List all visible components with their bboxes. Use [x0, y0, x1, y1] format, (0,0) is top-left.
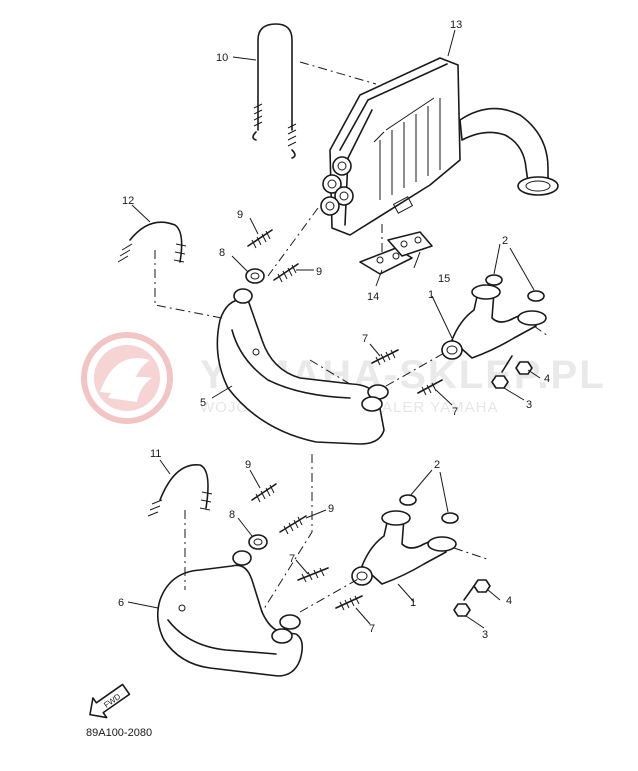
- callout-14: 14: [367, 291, 379, 303]
- spring-7-upper-a: [371, 349, 399, 366]
- fwd-arrow-icon: FWD: [89, 683, 131, 719]
- spring-7-lower-b: [335, 595, 363, 611]
- gasket-2-upper-b: [527, 290, 545, 302]
- spring-7-lower-a: [297, 567, 329, 583]
- callout-2-b: 2: [434, 459, 440, 471]
- callout-7-c: 7: [289, 553, 295, 565]
- spring-10: [252, 23, 297, 159]
- gasket-8-upper: [245, 268, 265, 284]
- gasket-2-lower-a: [399, 494, 417, 506]
- exhaust-pipe-6: [156, 550, 304, 677]
- y-joint-1-upper: [441, 284, 547, 360]
- gasket-8-lower: [248, 534, 268, 550]
- spring-9-lower-b: [279, 515, 307, 535]
- bracket-14: [359, 247, 413, 275]
- callout-7-d: 7: [369, 623, 375, 635]
- callout-8-a: 8: [219, 247, 225, 259]
- callout-9-c: 9: [245, 459, 251, 471]
- callout-3-b: 3: [482, 629, 488, 641]
- diagram-code: 89A100-2080: [86, 727, 152, 739]
- callout-3-a: 3: [526, 399, 532, 411]
- callout-7-b: 7: [452, 406, 458, 418]
- callout-9-a: 9: [237, 209, 243, 221]
- nut-4-upper: [515, 361, 533, 375]
- callout-1-b: 1: [410, 597, 416, 609]
- callout-2-a: 2: [502, 235, 508, 247]
- exhaust-pipe-5: [216, 288, 389, 445]
- bolt-3-lower: [453, 585, 475, 617]
- callout-4-b: 4: [506, 595, 512, 607]
- callout-15: 15: [438, 273, 450, 285]
- leader-lines: [127, 29, 541, 629]
- spring-12: [117, 221, 187, 263]
- spring-9-lower-a: [251, 483, 277, 503]
- callout-4-a: 4: [544, 373, 550, 385]
- callout-6: 6: [118, 597, 124, 609]
- spring-11: [147, 464, 213, 517]
- gasket-2-lower-b: [441, 512, 459, 524]
- callout-7-a: 7: [362, 333, 368, 345]
- spring-9-upper-a: [247, 229, 273, 249]
- bracket-15: [387, 231, 433, 257]
- callout-12: 12: [122, 195, 134, 207]
- spring-7-upper-b: [417, 379, 443, 396]
- callout-9-b: 9: [316, 266, 322, 278]
- callout-11: 11: [150, 448, 161, 460]
- spring-9-upper-b: [273, 263, 299, 283]
- callout-1-a: 1: [428, 289, 434, 301]
- callout-5: 5: [200, 397, 206, 409]
- callout-10: 10: [216, 52, 228, 64]
- y-joint-1-lower: [351, 510, 457, 586]
- callout-13: 13: [450, 19, 462, 31]
- nut-4-lower: [473, 579, 491, 593]
- callout-9-d: 9: [328, 503, 334, 515]
- callout-8-b: 8: [229, 509, 235, 521]
- watermark-logo: [81, 332, 173, 424]
- gasket-2-upper-a: [485, 274, 503, 286]
- muffler-13: [320, 57, 559, 236]
- assembly-centerlines: [154, 61, 549, 613]
